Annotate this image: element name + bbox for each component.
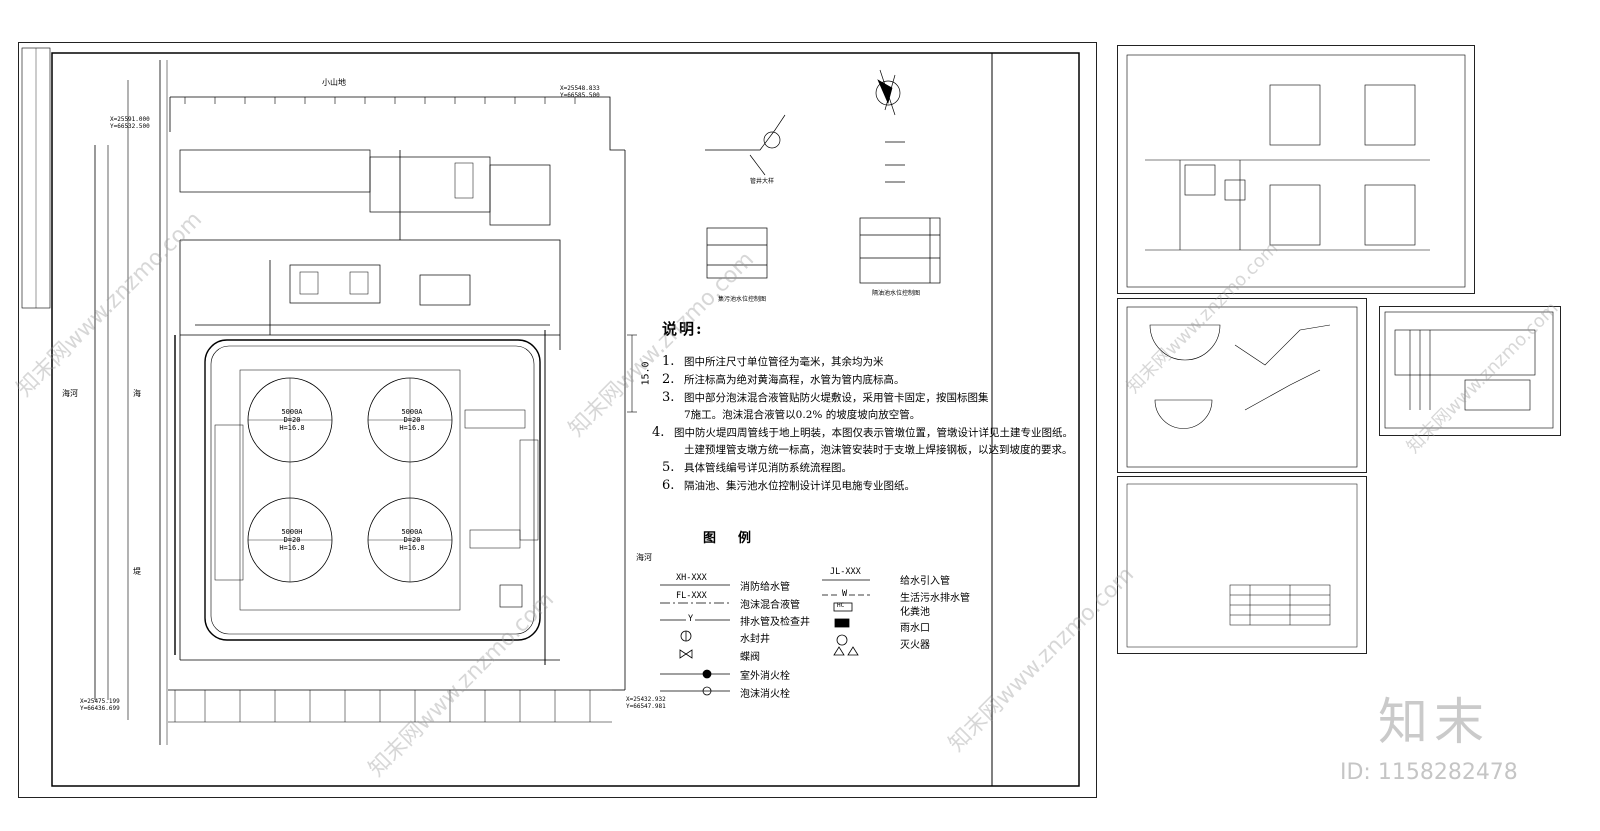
hill-label: 小山地 (322, 78, 346, 87)
main-drawing-sheet (18, 42, 1097, 798)
flow-diagram-sheet (1117, 45, 1475, 294)
note-item: 7施工。泡沫混合液管以0.2% 的坡度坡向放空管。 (684, 409, 921, 421)
legend-label: 雨水口 (900, 623, 930, 634)
detail-title: 管井大样 (750, 178, 775, 185)
legend-title: 图例 (703, 531, 774, 546)
detail-sheet (1117, 298, 1367, 473)
road-label-2: 堤 (133, 567, 141, 576)
legend-code: HC (837, 602, 845, 609)
legend-label: 给水引入管 (900, 576, 950, 587)
note-item: 1.图中所注尺寸单位管径为毫米，其余均为米 (662, 354, 884, 369)
notes-title: 说明: (662, 320, 704, 338)
note-item: 4.图中防火堤四周管线于地上明装，本图仅表示管墩位置，管墩设计详见土建专业图纸。 (652, 425, 1073, 440)
legend-label: 排水管及检查井 (740, 617, 810, 628)
detail-title: 集污池水位控制图 (718, 296, 767, 303)
tank-circles (247, 377, 453, 583)
legend-code: XH-XXX (676, 573, 707, 583)
river-label: 海河 (62, 389, 78, 398)
legend-label: 消防给水管 (740, 582, 790, 593)
legend-label: 水封井 (740, 634, 770, 645)
image-id: ID: 1158282478 (1340, 760, 1518, 785)
legend-label: 灭火器 (900, 640, 930, 651)
legend-code: JL-XXX (830, 567, 861, 577)
brand-logo: 知末 (1378, 693, 1490, 751)
coord-top-left: X=25591.000 Y=66532.500 (110, 116, 150, 130)
detail-title: 隔油池水位控制图 (872, 290, 921, 297)
legend-label: 蝶阀 (740, 652, 760, 663)
coord-bottom-left: X=25475.199 Y=66436.699 (80, 698, 120, 712)
note-item: 3.图中部分泡沫混合液管贴防火堤敷设，采用管卡固定，按国标图集 (662, 390, 989, 405)
note-item: 5.具体管线编号详见消防系统流程图。 (662, 460, 852, 475)
river-label-right: 海河 (636, 553, 652, 562)
road-label-1: 海 (133, 389, 141, 398)
legend-symbols (660, 579, 870, 696)
legend-code: Y (686, 614, 696, 624)
note-item: 土建预埋管支墩方统一标高，泡沫管安装时于支墩上焊接钢板，以达到坡度的要求。 (684, 444, 1073, 456)
legend-code: FL-XXX (676, 591, 707, 601)
design-notes-sheet (1117, 476, 1367, 654)
legend-label: 化粪池 (900, 607, 930, 618)
legend-label: 泡沫混合液管 (740, 600, 800, 611)
legend-label: 生活污水排水管 (900, 593, 970, 604)
legend-code: W (840, 589, 850, 599)
legend-label: 泡沫消火栓 (740, 689, 790, 700)
note-item: 2.所注标高为绝对黄海高程，水管为管内底标高。 (662, 372, 905, 387)
coord-top-right: X=25548.833 Y=66585.500 (560, 85, 600, 99)
coord-bottom-right: X=25432.932 Y=66547.981 (626, 696, 666, 710)
legend-label: 室外消火栓 (740, 671, 790, 682)
note-item: 6.隔油池、集污池水位控制设计详见电施专业图纸。 (662, 478, 915, 493)
pump-room-sheet (1379, 306, 1561, 436)
design-notes: 说明: 1.图中所注尺寸单位管径为毫米，其余均为米 2.所注标高为绝对黄海高程，… (652, 318, 1082, 495)
